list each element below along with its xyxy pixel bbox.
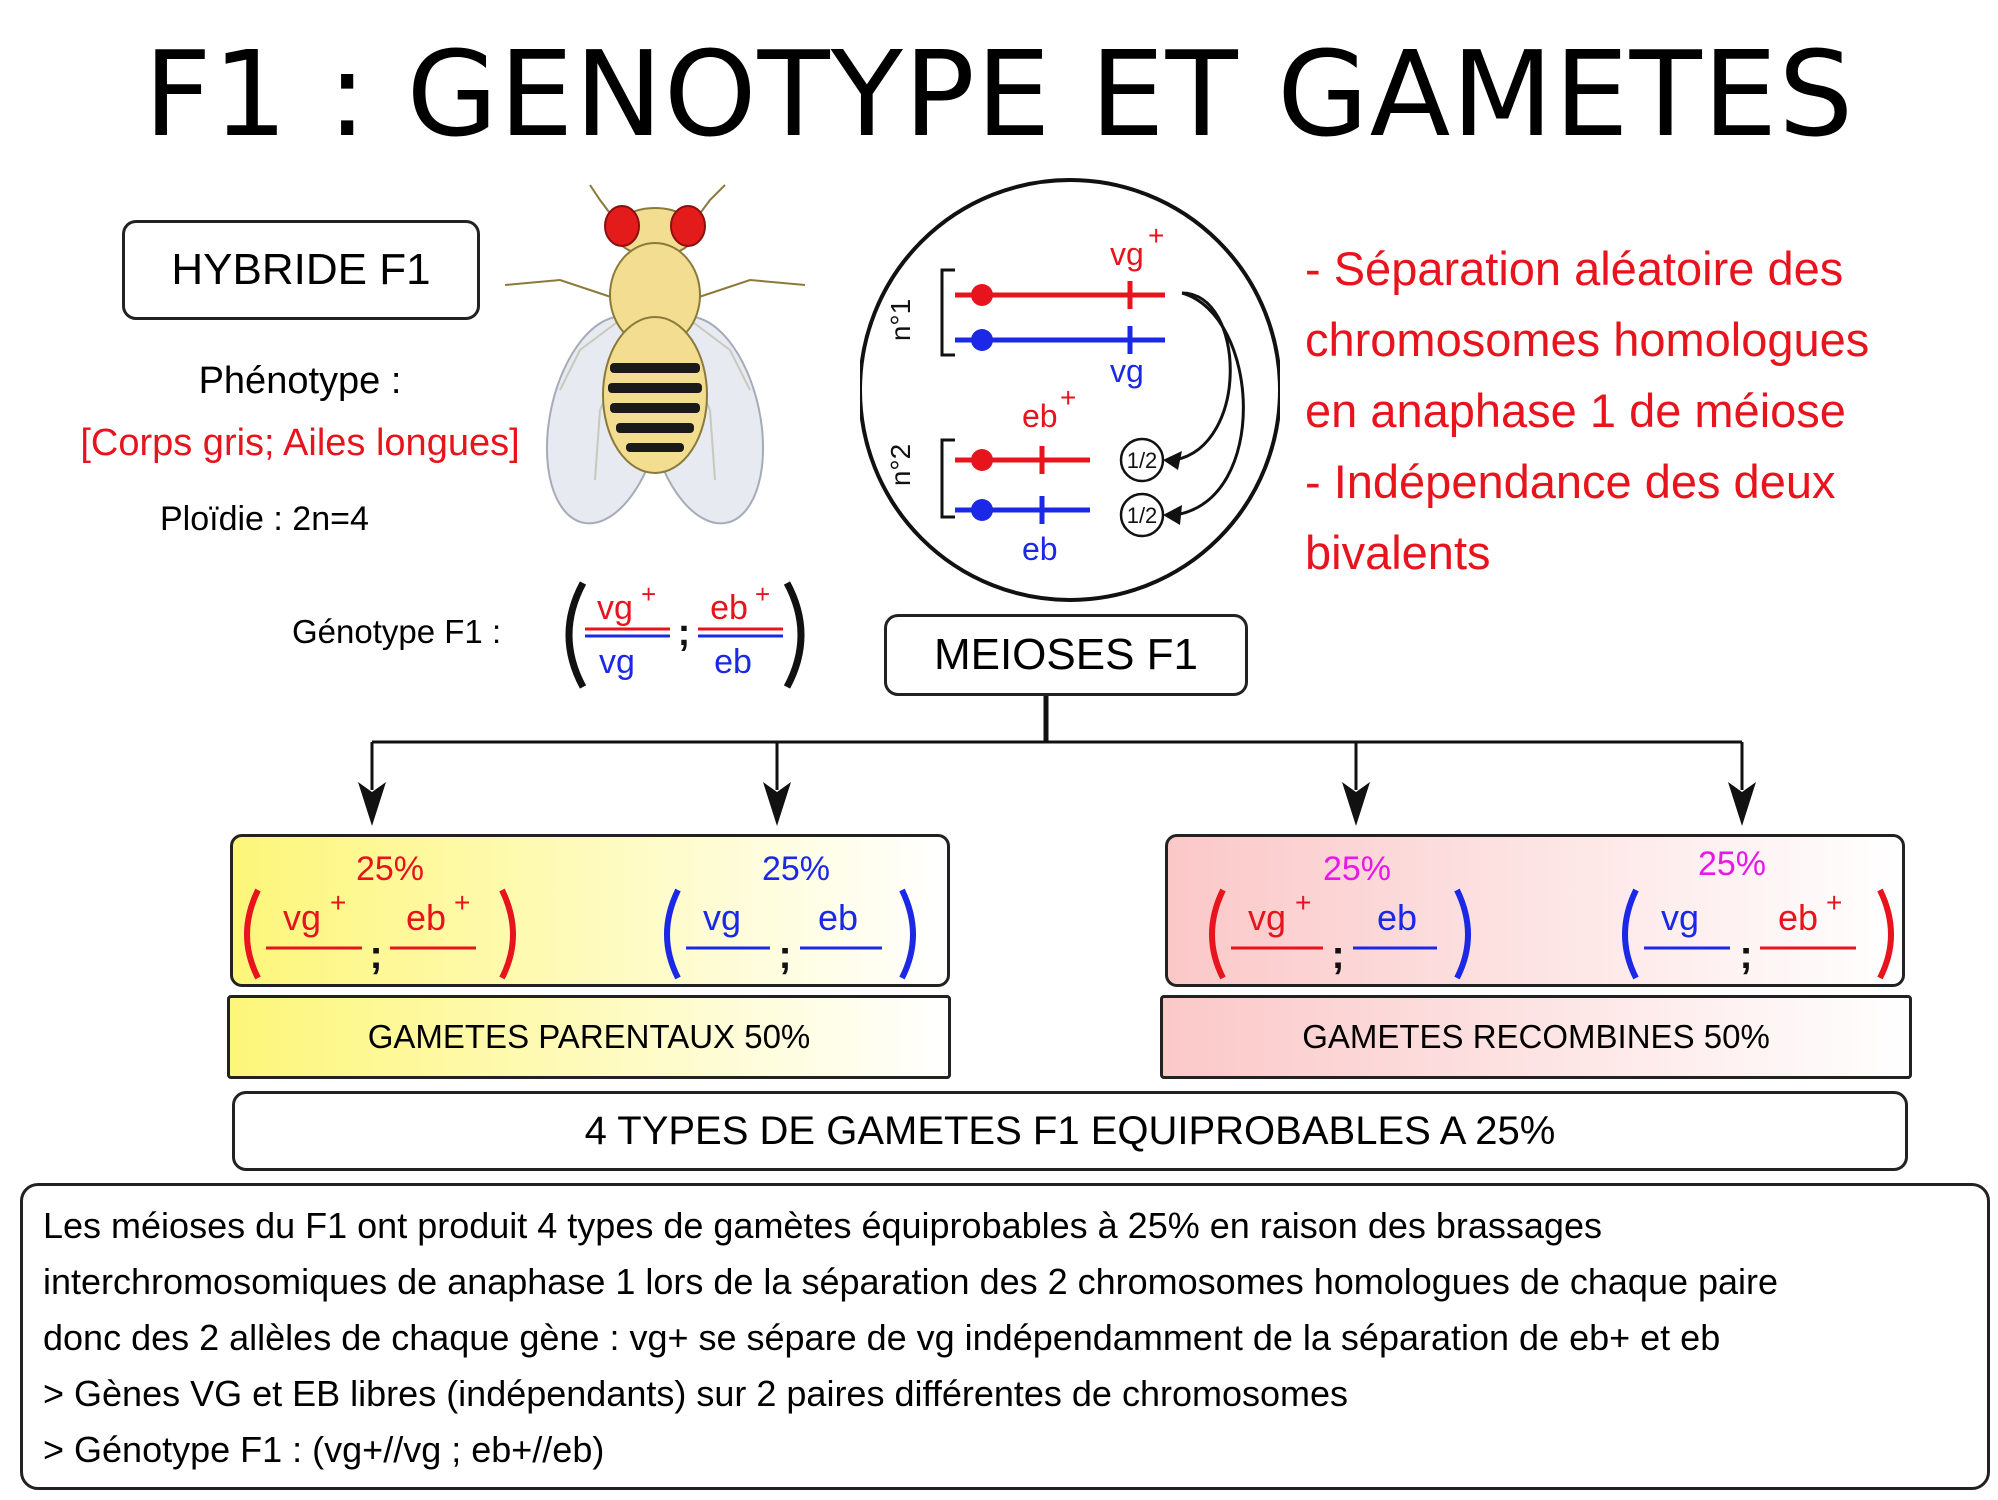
phenotype-value: [Corps gris; Ailes longues] — [80, 422, 520, 464]
conclusion-line-2: interchromosomiques de anaphase 1 lors d… — [43, 1261, 1779, 1302]
arrowhead-gamete-2 — [763, 782, 791, 826]
probability-label-1: 1/2 — [1127, 448, 1158, 473]
arrowhead-gamete-3 — [1342, 782, 1370, 826]
genotype-allele-vg: vg — [599, 643, 635, 681]
genotype-sup-1: + — [641, 579, 656, 609]
recombined-gametes-label: GAMETES RECOMBINES 50% — [1160, 995, 1912, 1079]
allele-vg-plus-label: vg — [1110, 236, 1144, 272]
genotype-notation: vg + vg eb + eb ; — [565, 579, 805, 689]
centromere-blue-2 — [971, 499, 993, 521]
pair1-brace — [940, 268, 955, 357]
explanation-line-1: - Séparation aléatoire des — [1305, 242, 1844, 295]
genotype-allele-eb-plus: eb — [710, 589, 748, 627]
arrow-to-half2 — [1174, 291, 1245, 517]
conclusion-line-3: donc des 2 allèles de chaque gène : vg+ … — [43, 1317, 1721, 1358]
centromere-red-1 — [971, 284, 993, 306]
gamete-2: vg eb ; — [664, 888, 916, 980]
allele-eb-plus-label: eb — [1022, 398, 1058, 434]
gamete-1-percent: 25% — [355, 850, 425, 888]
explanation-line-5: bivalents — [1305, 526, 1491, 579]
gamete-2-separator: ; — [778, 933, 791, 977]
gamete-4-sup-b: + — [1826, 887, 1842, 918]
ploidy-text: Ploïdie : 2n=4 — [160, 500, 369, 538]
arrowhead-half1 — [1163, 451, 1182, 470]
genotype-label: Génotype F1 : — [292, 613, 502, 650]
gamete-1: vg + eb + ; — [244, 887, 516, 980]
explanation-line-4: - Indépendance des deux — [1305, 455, 1836, 508]
gamete-4: vg eb + ; — [1622, 887, 1894, 980]
genotype-separator: ; — [678, 612, 691, 654]
allele-vg-plus-sup: + — [1148, 220, 1164, 251]
gamete-3: vg + eb ; — [1209, 887, 1471, 980]
conclusion-line-5: > Génotype F1 : (vg+//vg ; eb+//eb) — [43, 1429, 605, 1470]
gamete-4-allele-b: eb — [1778, 897, 1818, 938]
hybrid-box: HYBRIDE F1 — [122, 220, 480, 320]
conclusion-box: Les méioses du F1 ont produit 4 types de… — [20, 1183, 1990, 1490]
cell-membrane — [860, 178, 1280, 602]
genotype-allele-eb: eb — [714, 643, 752, 681]
genotype-paren-left — [565, 581, 587, 689]
arrow-to-half1 — [1174, 291, 1232, 462]
conclusion-line-1: Les méioses du F1 ont produit 4 types de… — [43, 1205, 1602, 1246]
explanation-line-3: en anaphase 1 de méiose — [1305, 384, 1846, 437]
explanation-line-2: chromosomes homologues — [1305, 313, 1870, 366]
allele-eb-label: eb — [1022, 531, 1058, 567]
gamete-2-allele-a: vg — [703, 897, 741, 938]
genotype-paren-right — [783, 581, 805, 689]
arrowhead-half2 — [1163, 505, 1182, 525]
parental-gametes-box — [230, 834, 950, 987]
gamete-3-allele-a: vg — [1248, 897, 1286, 938]
pair2-label: n°2 — [885, 444, 916, 486]
arrowhead-gamete-1 — [358, 782, 386, 826]
gamete-4-allele-a: vg — [1661, 897, 1699, 938]
probability-label-2: 1/2 — [1127, 503, 1158, 528]
centromere-red-2 — [971, 449, 993, 471]
drosophila-icon — [504, 184, 806, 525]
centromere-blue-1 — [971, 329, 993, 351]
gamete-1-allele-a: vg — [283, 897, 321, 938]
page-title: F1 : GENOTYPE ET GAMETES — [143, 25, 1855, 163]
meiosis-cell-diagram: n°1 vg + vg n°2 eb + eb 1/2 1/2 — [860, 178, 1280, 602]
meioses-box: MEIOSES F1 — [884, 614, 1248, 696]
phenotype-label: Phénotype : — [198, 360, 402, 402]
gamete-4-separator: ; — [1739, 933, 1752, 977]
pair1-label: n°1 — [885, 299, 916, 341]
gamete-3-separator: ; — [1331, 933, 1344, 977]
gamete-types-summary: 4 TYPES DE GAMETES F1 EQUIPROBABLES A 25… — [232, 1091, 1908, 1171]
parental-gametes-label: GAMETES PARENTAUX 50% — [227, 995, 951, 1079]
gamete-1-sup-b: + — [454, 887, 470, 918]
fly-eye-right — [670, 205, 706, 247]
pair2-brace — [940, 438, 955, 519]
gamete-1-allele-b: eb — [406, 897, 446, 938]
fly-eye-left — [604, 205, 640, 247]
fly-abdomen — [602, 316, 708, 474]
gamete-1-sup-a: + — [330, 887, 346, 918]
genotype-sup-2: + — [755, 579, 770, 609]
allele-vg-label: vg — [1110, 353, 1144, 389]
gamete-2-allele-b: eb — [818, 897, 858, 938]
genotype-allele-vg-plus: vg — [597, 589, 633, 627]
recombined-gametes-box — [1165, 834, 1905, 987]
conclusion-line-4: > Gènes VG et EB libres (indépendants) s… — [43, 1373, 1349, 1414]
allele-eb-plus-sup: + — [1060, 382, 1076, 413]
arrowhead-gamete-4 — [1728, 782, 1756, 826]
gamete-2-percent: 25% — [761, 850, 831, 888]
gamete-3-sup-a: + — [1295, 887, 1311, 918]
gamete-4-percent: 25% — [1697, 845, 1767, 883]
gamete-3-allele-b: eb — [1377, 897, 1417, 938]
gamete-3-percent: 25% — [1322, 850, 1392, 888]
explanation-text: - Séparation aléatoire des chromosomes h… — [1305, 233, 1985, 588]
gamete-1-separator: ; — [369, 933, 382, 977]
